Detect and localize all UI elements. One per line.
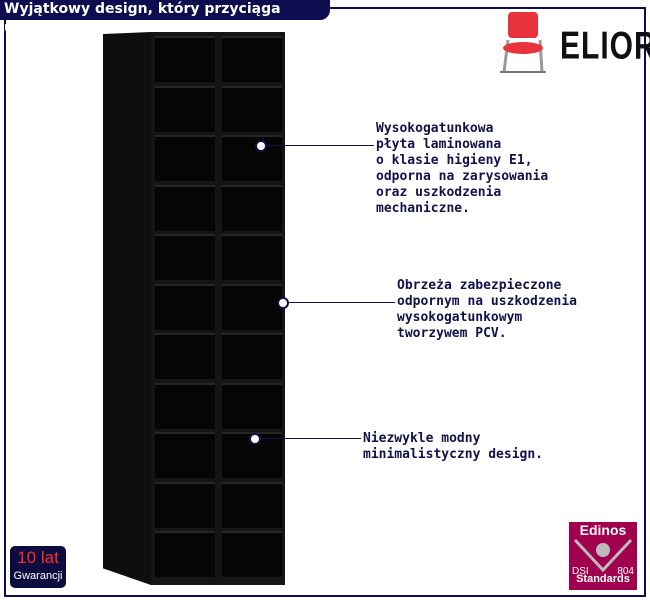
cabinet-compartment: [222, 184, 282, 231]
certificate-badge: Edinos DSI 804 Standards: [569, 522, 637, 590]
annotation-dot: [249, 433, 261, 445]
page-title: Wyjątkowy design, który przyciąga uwagę: [0, 0, 330, 36]
annotation-line: [264, 145, 374, 146]
annotation-line: [287, 302, 395, 303]
cabinet-compartment: [155, 135, 215, 181]
cabinet-compartment: [222, 234, 282, 280]
cabinet-compartment: [155, 432, 215, 478]
cabinet-compartment: [155, 382, 215, 429]
cabinet-compartment: [222, 36, 282, 82]
annotation-dot: [277, 297, 289, 309]
cabinet-compartment: [155, 531, 215, 577]
cabinet-compartment: [222, 85, 282, 132]
cabinet-compartment: [155, 36, 215, 82]
chair-logo-icon: [498, 10, 550, 74]
cabinet-compartment: [155, 283, 215, 330]
cabinet-compartment: [222, 283, 282, 330]
annotation-line: [259, 438, 361, 439]
cabinet-compartment: [155, 333, 215, 379]
brand-logo: ELIOR: [560, 24, 650, 68]
warranty-badge: 10 lat Gwarancji: [10, 546, 66, 588]
cabinet-compartment: [222, 135, 282, 181]
cabinet-compartment: [222, 333, 282, 379]
cabinet-compartment: [155, 481, 215, 528]
cabinet-compartment: [155, 184, 215, 231]
cabinet-compartment: [222, 531, 282, 577]
cabinet-compartment: [222, 382, 282, 429]
cabinet-compartment: [222, 481, 282, 528]
shoe-cabinet-image: [103, 32, 285, 585]
annotation-dot: [255, 140, 267, 152]
cabinet-compartment: [155, 234, 215, 280]
cabinet-compartment: [155, 85, 215, 132]
